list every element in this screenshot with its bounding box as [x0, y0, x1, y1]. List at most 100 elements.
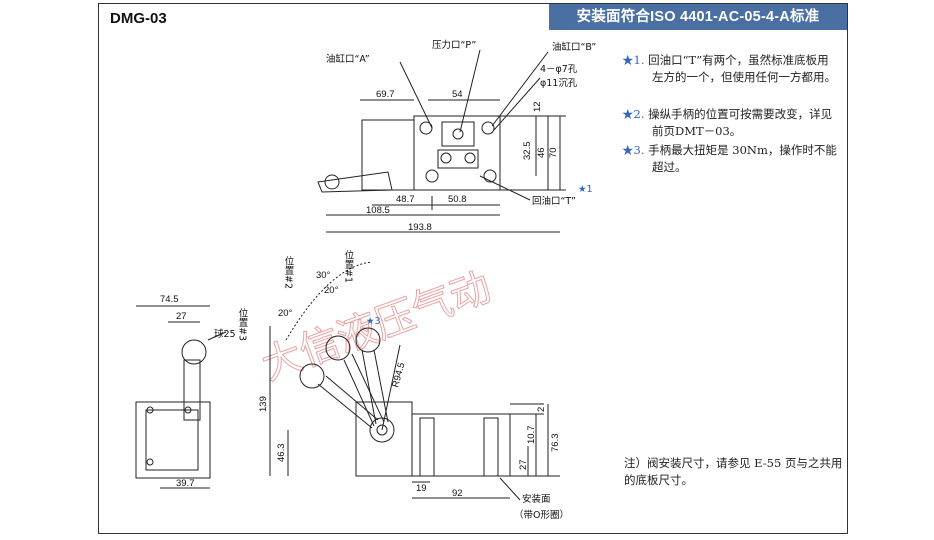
- port-a: [440, 152, 452, 164]
- dim-ext-top: [500, 115, 566, 191]
- radius-line: [381, 344, 401, 431]
- front-screw-1: [146, 406, 154, 414]
- note-1-mark: ★1.: [622, 53, 645, 67]
- note-1-text: 回油口“T”有两个，虽然标准底板用左方的一个，但使用任何一方都用。: [648, 53, 836, 84]
- front-view-text: 74.5 27 球25 39.7: [160, 294, 236, 489]
- note-2-text: 操纵手柄的位置可按需要改变，详见前页DMT－03。: [648, 107, 833, 138]
- footnote: 注）阀安装尺寸，请参见 E-55 页与之共用的底板尺寸。: [624, 456, 843, 487]
- dim-76-3: 76.3: [550, 434, 561, 453]
- model-code: DMG-03: [110, 10, 167, 27]
- star-1: ★1: [578, 184, 593, 195]
- dim-10-7: 10.7: [526, 426, 537, 445]
- front-stem: [183, 359, 201, 421]
- dim-19: 19: [416, 483, 427, 494]
- lever-ball-pos-1: [355, 327, 381, 353]
- dim-46: 46: [536, 147, 547, 158]
- dim-139: 139: [258, 396, 269, 412]
- label-mount: 安装面: [522, 493, 551, 505]
- drawing-frame: [98, 3, 848, 534]
- note-2-mark: ★2.: [622, 107, 645, 121]
- dim-r94-5: R94.5: [390, 361, 407, 388]
- leader-b: [491, 51, 549, 127]
- top-view-text: 油缸口“A” 压力口“P” 油缸口“B” 4－φ7孔 φ11沉孔 回油口“T” …: [326, 39, 596, 233]
- lever-ball-pos-2: [325, 335, 351, 361]
- angle-20-b: 20°: [278, 308, 293, 319]
- dim-108-5: 108.5: [366, 205, 390, 216]
- dim-2: 2: [536, 407, 547, 412]
- label-pos-3: 位置#3: [237, 307, 249, 341]
- note-2: ★2. 操纵手柄的位置可按需要改变，详见前页DMT－03。: [622, 106, 840, 140]
- dim-92: 92: [452, 488, 463, 499]
- mount-hole-br: [483, 169, 497, 183]
- leader-a: [399, 61, 433, 129]
- label-counterbore: φ11沉孔: [540, 78, 578, 89]
- lever-pos-2: [343, 353, 385, 427]
- note-3-mark: ★3.: [622, 143, 645, 157]
- dim-ext-side: [510, 403, 560, 477]
- dim-70: 70: [548, 147, 559, 158]
- angle-30: 30°: [316, 270, 331, 281]
- port-b: [464, 152, 476, 164]
- leader-p: [459, 49, 481, 133]
- mount-hole-bl: [425, 169, 439, 183]
- dim-193-8: 193.8: [408, 222, 432, 233]
- top-handle-housing: [361, 119, 415, 191]
- label-port-b: 油缸口“B”: [552, 41, 596, 53]
- label-port-a: 油缸口“A”: [326, 53, 370, 65]
- lever-ball-pos-3: [299, 363, 325, 389]
- top-lever-knob: [324, 174, 340, 190]
- valve-body-top: [413, 115, 501, 191]
- dim-69-7: 69.7: [376, 89, 395, 100]
- side-spool-right: [483, 417, 499, 477]
- side-actuator: [355, 401, 413, 477]
- front-plate: [145, 409, 199, 471]
- note-1: ★1. 回油口“T”有两个，虽然标准底板用左方的一个，但使用任何一方都用。: [622, 52, 840, 86]
- valve-port-window-lower: [437, 149, 479, 169]
- dim-12: 12: [532, 101, 543, 112]
- leader-ball: [207, 331, 227, 341]
- note-3: ★3. 手柄最大扭矩是 30Nm，操作时不能超过。: [622, 142, 840, 176]
- dim-32-5: 32.5: [522, 142, 533, 161]
- label-port-t: 回油口“T”: [532, 195, 576, 207]
- dim-74-5: 74.5: [160, 294, 179, 305]
- front-view: [135, 305, 227, 489]
- standard-banner: 安装面符合ISO 4401-AC-05-4-A标准: [549, 4, 847, 30]
- top-view: [317, 49, 566, 233]
- dim-line-50-8: [431, 196, 500, 210]
- front-screw-2: [146, 458, 154, 466]
- label-pos-2: 位置#2: [283, 255, 295, 289]
- side-view: [269, 261, 560, 501]
- note-3-text: 手柄最大扭矩是 30Nm，操作时不能超过。: [648, 143, 837, 174]
- dim-48-7: 48.7: [396, 194, 415, 205]
- front-ball: [181, 339, 207, 365]
- label-holes: 4－φ7孔: [540, 64, 578, 75]
- dim-50-8: 50.8: [448, 194, 467, 205]
- leader-t: [479, 175, 531, 201]
- dim-46-3: 46.3: [276, 444, 287, 463]
- label-port-p: 压力口“P”: [432, 39, 476, 51]
- leader-holes: [493, 77, 541, 131]
- front-body: [135, 401, 211, 479]
- lever-pos-3: [317, 375, 379, 429]
- lever-pos-1: [361, 349, 389, 425]
- label-ball: 球25: [214, 328, 236, 340]
- mount-hole-tr: [481, 121, 495, 135]
- side-view-text: 位置#1 位置#2 位置#3 30° 20° 20° ★3 R94.5 139 …: [237, 249, 569, 521]
- valve-port-window-upper: [441, 121, 475, 147]
- top-lever: [317, 171, 393, 193]
- side-spool-left: [419, 417, 435, 477]
- port-p: [452, 128, 464, 140]
- leader-mount: [499, 477, 521, 501]
- angle-20-a: 20°: [324, 285, 339, 296]
- star-3: ★3: [366, 316, 381, 327]
- front-screw-3: [184, 406, 192, 414]
- side-valve-body: [411, 413, 511, 477]
- dim-27a: 27: [176, 311, 187, 322]
- dim-39-7: 39.7: [176, 478, 195, 489]
- pivot-pin: [376, 424, 388, 436]
- label-pos-1: 位置#1: [343, 249, 355, 283]
- dim-54: 54: [452, 89, 463, 100]
- dim-27b: 27: [518, 459, 529, 470]
- label-oring: （带O形圈）: [514, 509, 569, 521]
